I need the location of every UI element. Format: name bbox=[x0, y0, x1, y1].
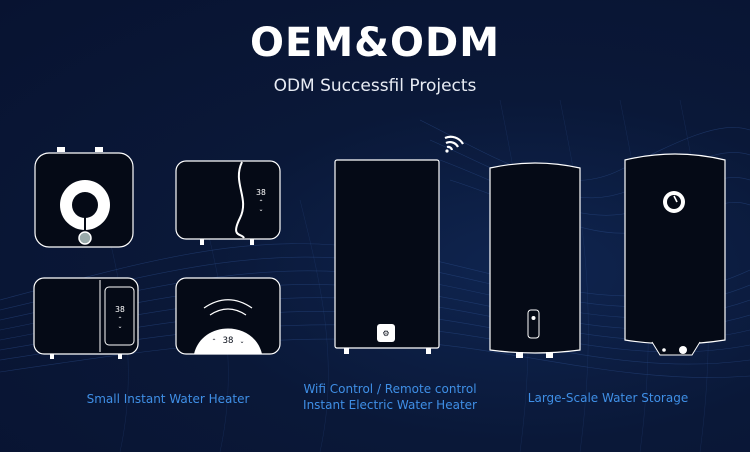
temperature-display: 38 bbox=[223, 336, 234, 346]
caption-wifi-line2: Instant Electric Water Heater bbox=[303, 398, 477, 412]
svg-text:⌄: ⌄ bbox=[258, 207, 263, 213]
wifi-icon bbox=[444, 135, 464, 153]
small-heater-side-panel: 38 ⌃ ⌄ bbox=[33, 277, 139, 359]
small-heater-arch-display: 38 ⌃ ⌄ bbox=[175, 277, 281, 355]
storage-heater-slim bbox=[489, 162, 581, 358]
small-heater-round-dial bbox=[34, 147, 134, 248]
svg-text:⚙: ⚙ bbox=[382, 329, 389, 338]
svg-text:⌄: ⌄ bbox=[239, 339, 244, 345]
caption-wifi-instant: Wifi Control / Remote control Instant El… bbox=[300, 381, 480, 413]
small-heater-wave-display: 38 ⌃ ⌄ bbox=[175, 160, 281, 245]
page-title: OEM&ODM bbox=[249, 20, 501, 66]
caption-small-instant: Small Instant Water Heater bbox=[86, 392, 250, 406]
svg-text:⌄: ⌄ bbox=[117, 324, 122, 330]
svg-text:⌃: ⌃ bbox=[211, 338, 216, 345]
temperature-display: 38 bbox=[115, 305, 125, 314]
wifi-instant-heater: ⚙ bbox=[334, 159, 440, 354]
temperature-display: 38 bbox=[256, 188, 266, 197]
caption-wifi-line1: Wifi Control / Remote control bbox=[303, 382, 477, 396]
caption-large-storage: Large-Scale Water Storage bbox=[527, 391, 689, 405]
page-subtitle: ODM Successfil Projects bbox=[273, 76, 477, 96]
storage-heater-large bbox=[624, 153, 726, 356]
svg-text:⌃: ⌃ bbox=[117, 316, 122, 323]
svg-text:⌃: ⌃ bbox=[258, 199, 263, 206]
